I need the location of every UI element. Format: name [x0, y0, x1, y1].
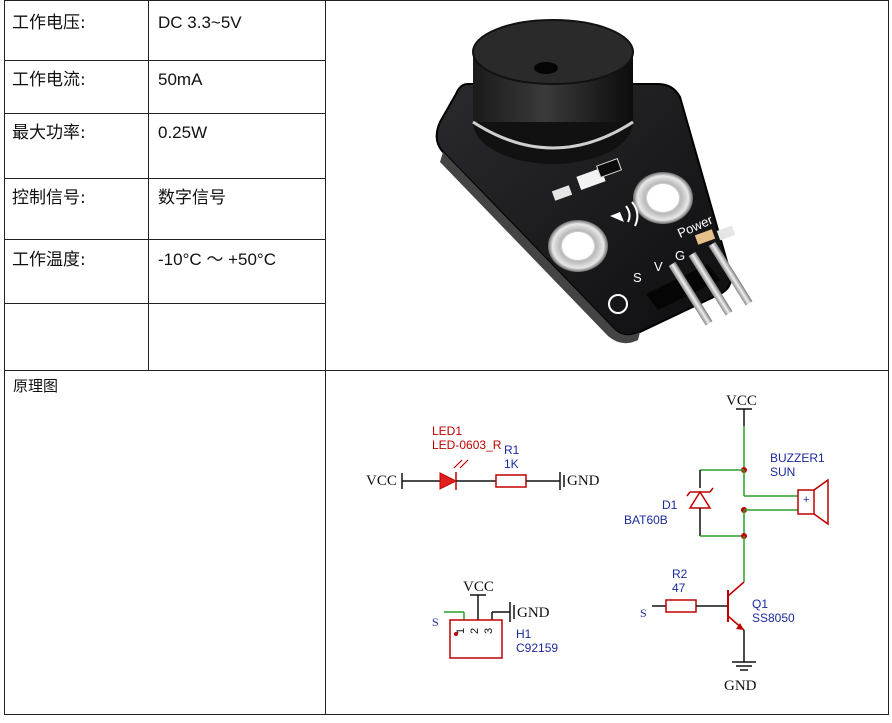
vcc-label-header: VCC	[463, 579, 494, 595]
gnd-label-buzzer: GND	[724, 678, 757, 694]
r2-value: 47	[672, 581, 686, 595]
header-pin	[688, 251, 733, 316]
spec-label-power: 最大功率:	[12, 123, 86, 143]
pin-label-v: V	[654, 259, 663, 274]
header-pin-3: 3	[483, 628, 495, 634]
pin-label-s: S	[633, 270, 642, 285]
buzzer-model: SUN	[770, 465, 795, 479]
spec-value-signal: 数字信号	[158, 188, 226, 208]
buzzer-ref: BUZZER1	[770, 451, 825, 465]
r1-symbol	[495, 474, 527, 488]
header-ref: H1	[516, 627, 532, 641]
s-label-header: S	[432, 615, 439, 629]
spec-value-power: 0.25W	[158, 123, 208, 142]
table-section-divider	[4, 370, 889, 371]
spec-label-voltage: 工作电压:	[12, 13, 86, 33]
gnd-label-led: GND	[567, 473, 600, 489]
buzzer-plus: +	[803, 494, 809, 506]
header-pin	[668, 261, 713, 326]
table-row-divider	[4, 113, 326, 114]
r2-ref: R2	[672, 567, 688, 581]
table-border-top	[4, 0, 889, 1]
diode-ref: D1	[662, 498, 678, 512]
led-ref: LED1	[432, 424, 462, 438]
table-row-divider	[4, 303, 326, 304]
spec-label-signal: 控制信号:	[12, 188, 86, 208]
buzzer-module-photo: Power S V G	[435, 19, 753, 344]
table-border-left	[4, 0, 5, 715]
header-model: C92159	[516, 641, 558, 655]
table-row-divider	[4, 239, 326, 240]
vcc-label-buzzer: VCC	[726, 393, 757, 409]
diode-model: BAT60B	[624, 513, 668, 527]
s-label-transistor: S	[640, 606, 647, 620]
table-col-divider-2	[325, 0, 326, 715]
spec-label-current: 工作电流:	[12, 70, 86, 90]
r1-ref: R1	[504, 443, 520, 457]
gnd-label-header: GND	[517, 605, 550, 621]
diode-symbol	[688, 490, 712, 509]
header-symbol	[449, 619, 503, 659]
schematic-diagram: LED1 LED-0603_R R1 1K VCC GND VCC S GND …	[366, 393, 829, 694]
schematic-title: 原理图	[13, 377, 59, 395]
spec-label-temperature: 工作温度:	[12, 250, 86, 270]
buzzer-symbol	[797, 489, 815, 515]
transistor-model: SS8050	[752, 611, 795, 625]
r1-value: 1K	[504, 457, 519, 471]
pin-label-g: G	[675, 248, 685, 263]
header-pin	[708, 241, 753, 306]
table-row-divider	[4, 178, 326, 179]
table-col-divider-1	[148, 0, 149, 370]
table-row-divider	[4, 60, 326, 61]
spec-value-voltage: DC 3.3~5V	[158, 13, 242, 32]
vcc-label-led: VCC	[366, 473, 397, 489]
led-symbol	[439, 472, 458, 490]
buzzer-top	[472, 19, 634, 85]
spec-value-temperature: -10°C ～ +50°C	[158, 250, 277, 269]
r2-symbol	[665, 599, 697, 613]
table-border-right	[888, 0, 889, 715]
transistor-ref: Q1	[752, 597, 768, 611]
spec-value-current: 50mA	[158, 70, 203, 89]
header-pin-2: 2	[469, 628, 481, 634]
header-pin-1: 1	[455, 628, 467, 634]
table-border-bottom	[4, 714, 889, 715]
led-model: LED-0603_R	[432, 438, 502, 452]
